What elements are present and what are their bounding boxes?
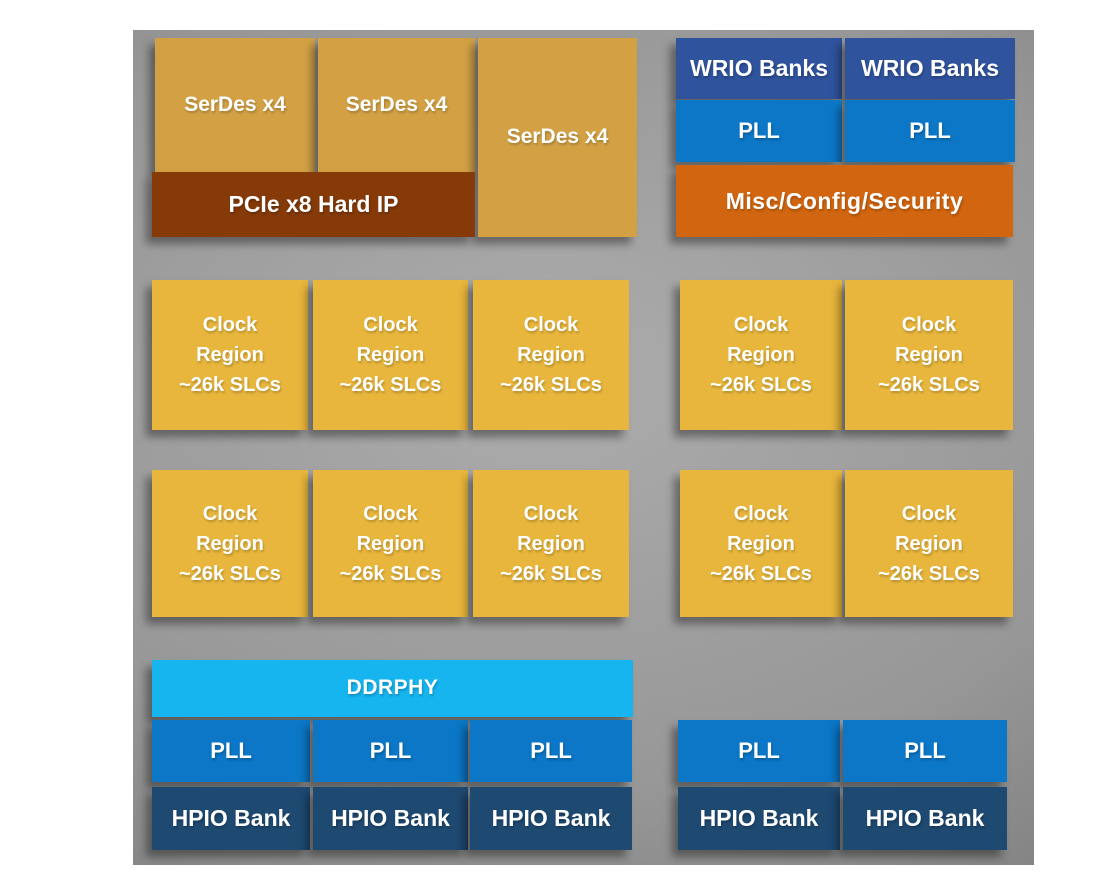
clock-label-line: ~26k SLCs <box>878 374 980 396</box>
block-serdes-2: SerDes x4 <box>318 38 475 172</box>
hpio-label: HPIO Bank <box>699 805 819 832</box>
block-pcie-hard-ip: PCIe x8 Hard IP <box>152 172 475 237</box>
block-wrio-banks-2: WRIO Banks <box>845 38 1015 99</box>
clock-label-line: ~26k SLCs <box>500 562 602 585</box>
clock-label-line: Clock <box>901 314 957 336</box>
clock-label-line: ~26k SLCs <box>179 374 281 396</box>
block-wrio-banks-1: WRIO Banks <box>676 38 842 99</box>
block-hpio-bank-bl-3: HPIO Bank <box>470 787 632 850</box>
block-pll-bottom-left-3: PLL <box>470 720 632 782</box>
block-misc-config-security: Misc/Config/Security <box>676 165 1013 237</box>
block-serdes-1: SerDes x4 <box>155 38 315 172</box>
hpio-label: HPIO Bank <box>865 805 985 832</box>
pll-label: PLL <box>904 738 946 764</box>
pll-label: PLL <box>738 118 780 144</box>
clock-label-line: Region <box>727 344 795 366</box>
clock-label-line: Region <box>895 532 963 555</box>
clock-label-line: Region <box>356 344 425 366</box>
clock-label-line: ~26k SLCs <box>339 562 442 585</box>
clock-label-line: Clock <box>202 314 258 336</box>
pll-label: PLL <box>210 738 252 764</box>
clock-label-line: Clock <box>733 502 789 525</box>
clock-label-line: ~26k SLCs <box>710 562 812 585</box>
clock-label-line: ~26k SLCs <box>710 374 812 396</box>
pll-label: PLL <box>738 738 780 764</box>
clock-label-line: ~26k SLCs <box>179 562 281 585</box>
clock-label-line: ~26k SLCs <box>500 374 602 396</box>
block-pll-top-right-1: PLL <box>676 100 842 162</box>
pll-label: PLL <box>909 118 951 144</box>
clock-label-line: Region <box>196 344 264 366</box>
hpio-label: HPIO Bank <box>171 805 291 832</box>
serdes-label: SerDes x4 <box>506 125 609 149</box>
clock-label-line: Clock <box>523 502 579 525</box>
block-pll-bottom-left-2: PLL <box>313 720 468 782</box>
block-hpio-bank-br-2: HPIO Bank <box>843 787 1007 850</box>
clock-label-line: ~26k SLCs <box>878 562 980 585</box>
pll-label: PLL <box>369 738 412 764</box>
clock-label-line: Clock <box>733 314 789 336</box>
serdes-label: SerDes x4 <box>345 92 448 116</box>
clock-label-line: Region <box>517 532 585 555</box>
clock-label-line: Region <box>517 344 585 366</box>
pll-label: PLL <box>530 738 572 764</box>
clock-label-line: ~26k SLCs <box>339 374 442 396</box>
ddrphy-label: DDRPHY <box>346 676 439 700</box>
serdes-label: SerDes x4 <box>184 92 286 116</box>
clock-label-line: Clock <box>202 502 258 525</box>
clock-label-line: Region <box>196 532 264 555</box>
clock-label-line: Clock <box>523 314 579 336</box>
clock-label-line: Clock <box>901 502 957 525</box>
block-ddrphy: DDRPHY <box>152 660 633 717</box>
block-hpio-bank-bl-2: HPIO Bank <box>313 787 468 850</box>
block-hpio-bank-br-1: HPIO Bank <box>678 787 840 850</box>
clock-label-line: Region <box>895 344 963 366</box>
clock-label-line: Clock <box>363 502 418 525</box>
wrio-label: WRIO Banks <box>860 55 1000 82</box>
block-serdes-3: SerDes x4 <box>478 38 637 237</box>
wrio-label: WRIO Banks <box>689 55 829 82</box>
clock-label-line: Region <box>356 532 425 555</box>
block-pll-bottom-left-1: PLL <box>152 720 310 782</box>
misc-label: Misc/Config/Security <box>725 187 964 214</box>
chip-canvas: SerDes x4 SerDes x4 SerDes x4 PCIe x8 Ha… <box>133 30 1034 865</box>
block-hpio-bank-bl-1: HPIO Bank <box>152 787 310 850</box>
hpio-label: HPIO Bank <box>491 805 611 832</box>
block-pll-bottom-right-2: PLL <box>843 720 1007 782</box>
pcie-label: PCIe x8 Hard IP <box>228 191 399 218</box>
clock-label-line: Clock <box>363 314 418 336</box>
hpio-label: HPIO Bank <box>331 805 450 832</box>
clock-label-line: Region <box>727 532 795 555</box>
block-pll-bottom-right-1: PLL <box>678 720 840 782</box>
block-pll-top-right-2: PLL <box>845 100 1015 162</box>
